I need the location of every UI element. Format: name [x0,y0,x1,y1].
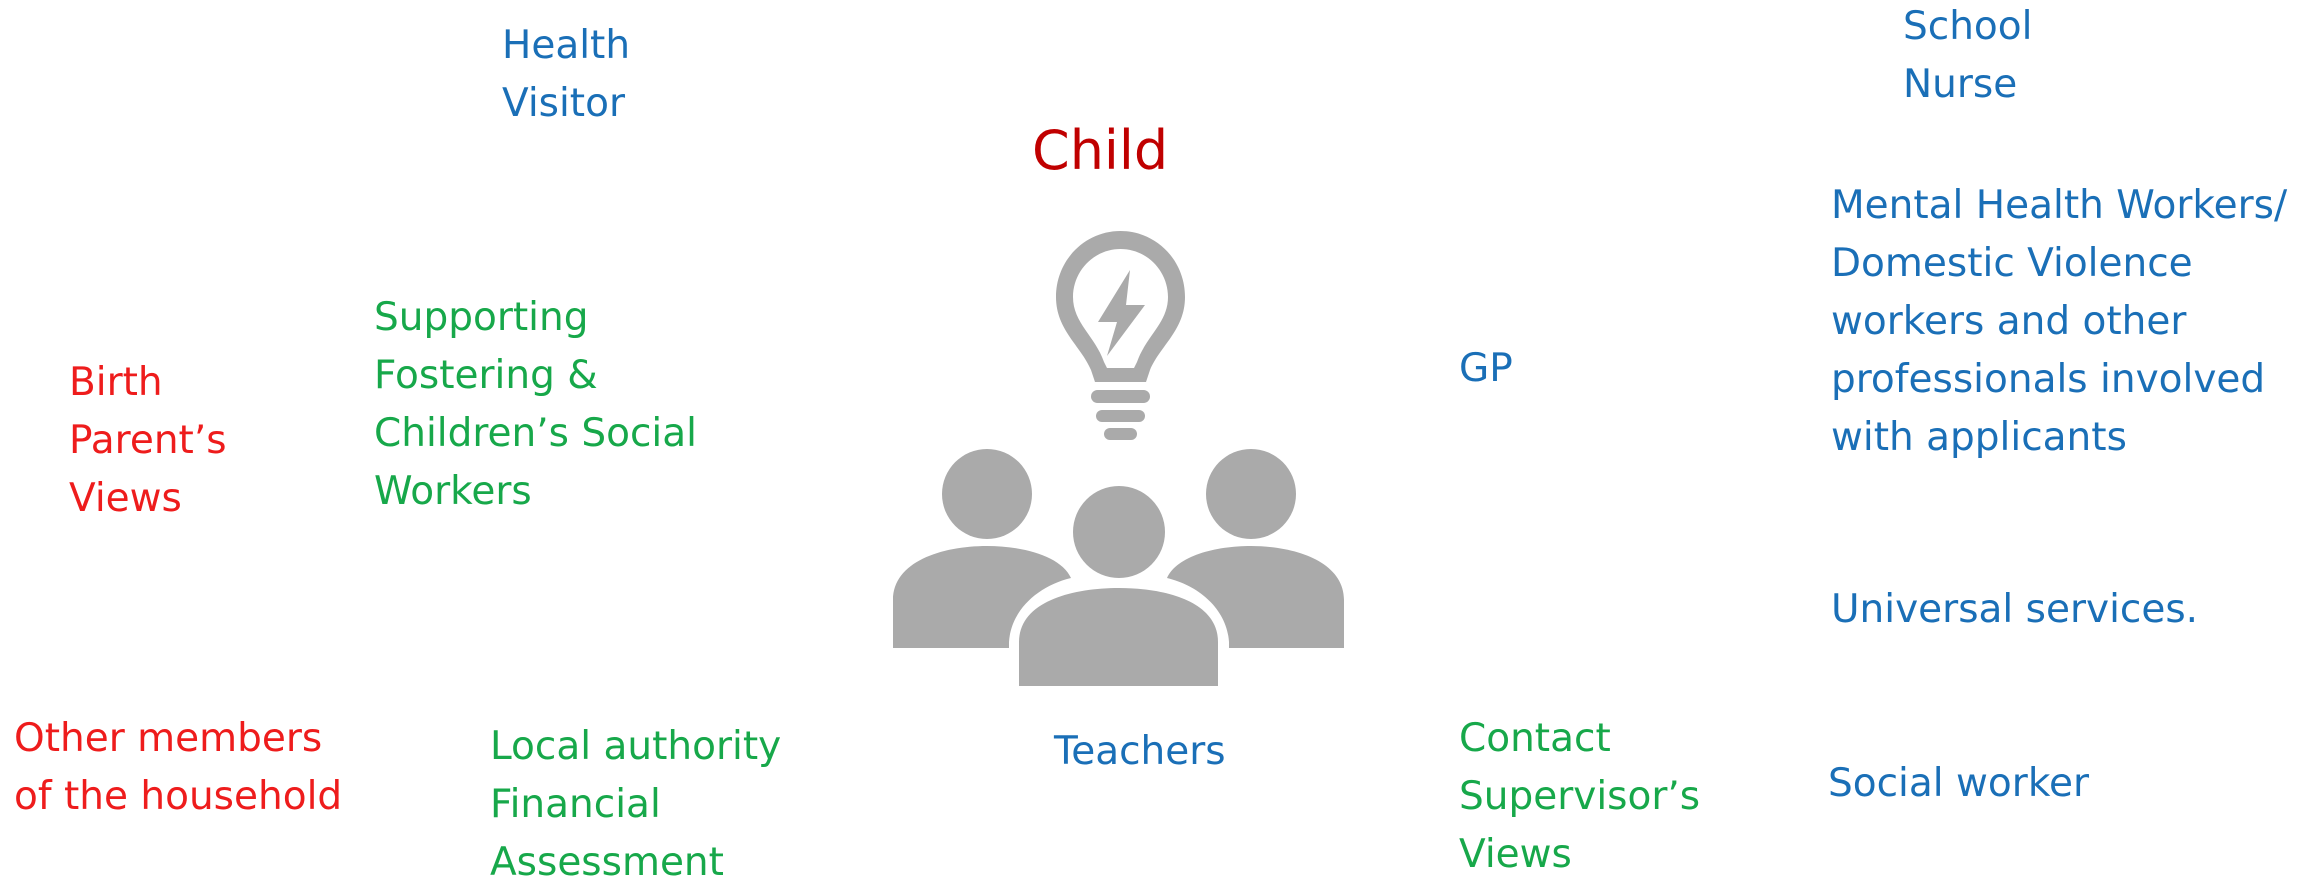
label-contact-supervisor-views: Contact Supervisor’s Views [1459,716,1701,877]
label-supporting-social-workers: Supporting Fostering & Children’s Social… [374,295,698,514]
team-idea-icon [893,231,1344,686]
label-financial-assessment: Local authority Financial Assessment [490,724,782,885]
label-health-visitor: Health Visitor [502,23,631,126]
label-school-nurse: School Nurse [1903,4,2033,107]
label-universal-services: Universal services. [1831,587,2199,632]
person-left-icon [942,449,1032,539]
label-social-worker: Social worker [1828,761,2090,806]
lightning-bolt-icon [1098,270,1145,356]
label-other-household-members: Other members of the household [14,716,343,819]
lightbulb-icon [1056,231,1185,382]
person-right-icon [1206,449,1296,539]
label-mental-health-workers: Mental Health Workers/ Domestic Violence… [1831,183,2288,460]
team-idea-icon-shapes [893,231,1344,686]
label-teachers: Teachers [1054,729,1226,774]
label-gp: GP [1459,346,1513,391]
person-front-icon [1073,486,1165,578]
label-birth-parents-views: Birth Parent’s Views [69,360,227,521]
center-title-child: Child [1032,119,1169,182]
